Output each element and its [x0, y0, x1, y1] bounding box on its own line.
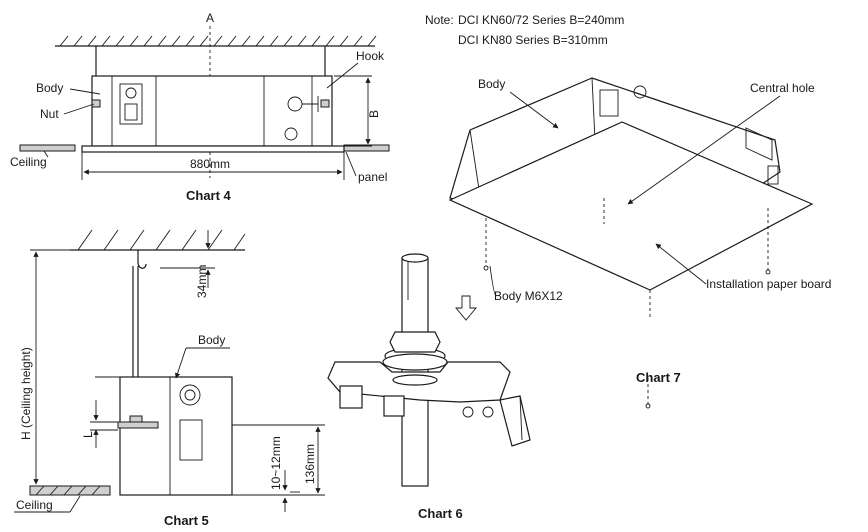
left-nut: [91, 99, 101, 108]
dim-34-label: 34mm: [195, 265, 209, 298]
label-b: B: [367, 110, 381, 118]
nut-5: [129, 415, 143, 423]
note-line-2: DCI KN80 Series B=310mm: [458, 33, 608, 47]
body-label-7: Body: [478, 77, 505, 91]
label-a: A: [206, 11, 214, 25]
note-block: Note: DCI KN60/72 Series B=240mm DCI KN8…: [425, 13, 624, 47]
ceiling-board-left: [19, 144, 76, 152]
unit-body-side: [119, 376, 233, 496]
chart-6: Chart 6: [327, 253, 531, 521]
body-label: Body: [36, 81, 63, 95]
pump: [179, 384, 201, 406]
note-prefix: Note:: [425, 13, 454, 27]
ceiling-height-label: H (Ceiling height): [19, 347, 33, 440]
panel-label: panel: [358, 170, 387, 184]
panel: [81, 145, 345, 153]
pump-iso: [633, 85, 647, 99]
chart-4: A B 880mm Body: [10, 11, 390, 203]
dim-136-label: 136mm: [303, 444, 317, 484]
ceiling-hatch: [59, 35, 377, 47]
bracket-side: [499, 395, 531, 447]
bracket-tab-left: [339, 385, 363, 409]
ceiling-label-5: Ceiling: [16, 498, 53, 512]
bracket: [117, 421, 159, 429]
body-label-5: Body: [198, 333, 225, 347]
installation-paper-board: [448, 121, 814, 291]
down-arrow: [455, 295, 477, 321]
washer-bottom: [382, 353, 448, 371]
note-line-1: DCI KN60/72 Series B=240mm: [458, 13, 624, 27]
paper-board-label: Installation paper board: [706, 277, 831, 291]
ceiling-label: Ceiling: [10, 155, 47, 169]
chart-6-caption: Chart 6: [418, 506, 463, 521]
control-box: [179, 419, 203, 461]
control-box: [119, 83, 143, 125]
chart-5: H (Ceiling height) 34mm Body L 13: [14, 229, 325, 528]
chart-7: Body Central hole Installation paper boa…: [448, 77, 831, 409]
nut-label: Nut: [40, 107, 59, 121]
chart-5-caption: Chart 5: [164, 513, 209, 528]
hook: [137, 250, 147, 269]
chart-7-caption: Chart 7: [636, 370, 681, 385]
width-label: 880mm: [190, 157, 230, 171]
body-screw-label: Body M6X12: [494, 289, 563, 303]
chart-4-caption: Chart 4: [186, 188, 232, 203]
hook-label: Hook: [356, 49, 385, 63]
hex-nut: [389, 331, 441, 353]
right-nut: [320, 99, 330, 108]
central-hole-label: Central hole: [750, 81, 815, 95]
ceiling-board-5: [29, 485, 111, 496]
dim-10-12-label: 10~12mm: [269, 436, 283, 490]
bracket-tab-mid: [383, 395, 405, 417]
corner-bracket: [599, 89, 619, 117]
dim-l-label: L: [81, 431, 95, 438]
